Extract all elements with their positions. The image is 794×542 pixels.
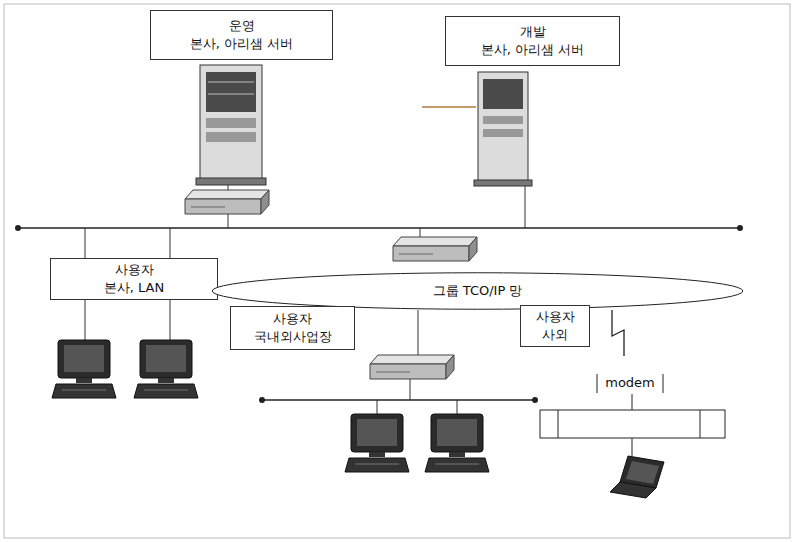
wire	[410, 379, 411, 400]
wire	[377, 400, 378, 414]
box-text: 사외	[542, 326, 568, 344]
modem-device	[540, 410, 725, 438]
wire	[525, 186, 526, 228]
box-text: 본사, 아리샘 서버	[481, 41, 584, 59]
wire	[418, 310, 419, 355]
wire	[228, 185, 229, 190]
box-heading: 운영	[229, 17, 255, 35]
laptop-icon	[610, 456, 664, 498]
modem-bracket	[663, 374, 664, 393]
wire	[228, 214, 229, 228]
label-box: 개발본사, 아리샘 서버	[445, 16, 620, 66]
label-box: 사용자국내외사업장	[230, 306, 355, 350]
pc-icon	[134, 340, 198, 398]
network-ellipse: 그룹 TCO/IP 망	[210, 272, 745, 310]
label-box: 운영본사, 아리샘 서버	[150, 10, 333, 60]
box-heading: 사용자	[273, 310, 312, 328]
label-box: 사용자사외	[520, 305, 590, 346]
router-icon	[393, 237, 477, 261]
box-text: 본사, 아리샘 서버	[190, 35, 293, 53]
wire	[632, 438, 633, 456]
box-heading: 사용자	[536, 308, 575, 326]
box-text: 국내외사업장	[254, 328, 332, 346]
pc-icon	[345, 414, 409, 472]
modem-bracket	[597, 374, 598, 393]
pc-icon	[52, 340, 116, 398]
pc-icon	[425, 414, 489, 472]
box-heading: 사용자	[115, 261, 154, 279]
label-box: 사용자본사, LAN	[50, 258, 218, 300]
dialup-link	[612, 310, 624, 356]
wire	[632, 394, 633, 410]
lan-bus	[18, 227, 740, 229]
box-heading: 개발	[520, 23, 546, 41]
box-text: 본사, LAN	[104, 279, 164, 297]
bus-end	[737, 225, 743, 231]
server-icon	[196, 65, 266, 185]
server-icon	[474, 72, 532, 186]
box-heading: 그룹 TCO/IP 망	[433, 282, 523, 300]
lan-bus	[262, 399, 535, 401]
short-line	[422, 106, 476, 108]
frame	[4, 4, 790, 538]
device-label: modem	[603, 375, 657, 390]
bus-end	[15, 225, 21, 231]
wire	[457, 400, 458, 414]
ellipse-shape	[212, 273, 743, 309]
wire	[420, 228, 421, 237]
switch-icon	[370, 355, 454, 379]
switch-icon	[185, 190, 269, 214]
bus-end	[532, 397, 538, 403]
bus-end	[259, 397, 265, 403]
